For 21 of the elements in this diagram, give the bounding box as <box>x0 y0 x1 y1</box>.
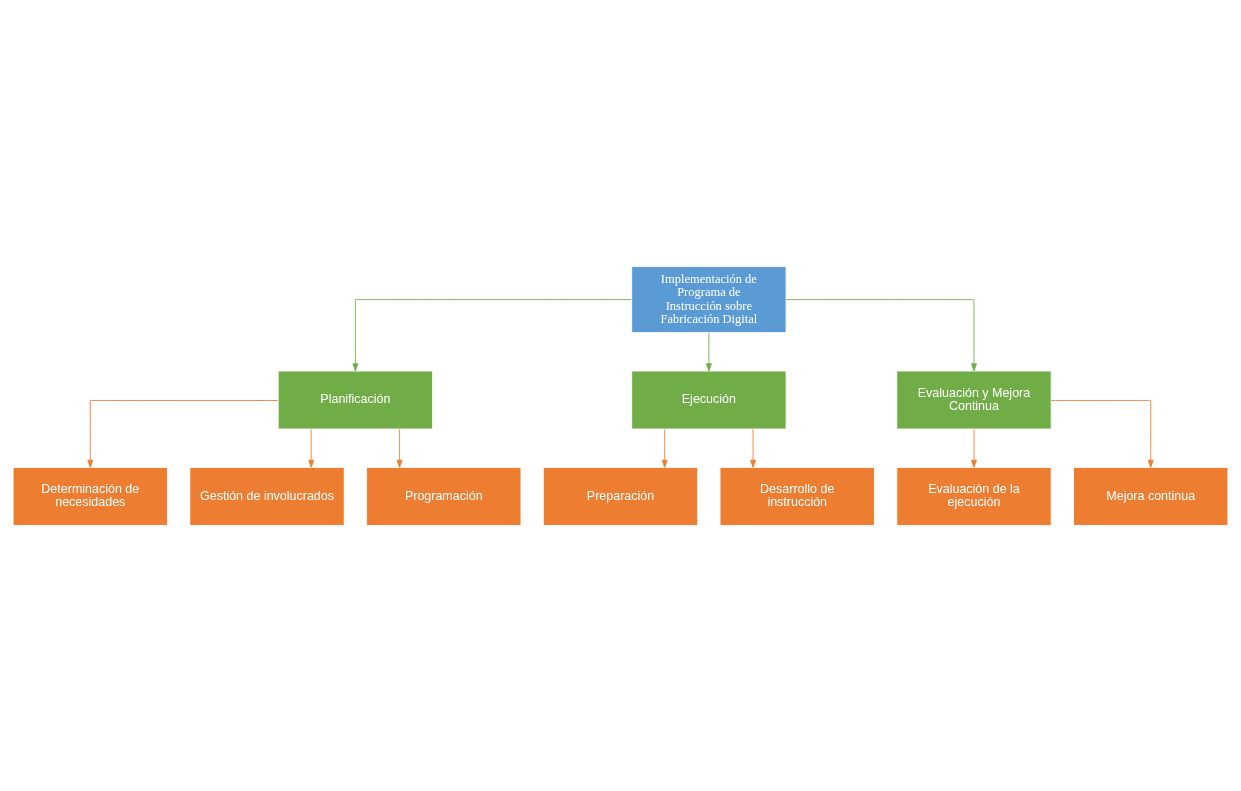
node-box: Planificación <box>277 370 434 429</box>
node-box: Mejora continua <box>1073 466 1229 526</box>
node-box: Evaluación de la ejecución <box>896 466 1052 526</box>
node-box: Implementación de Programa de Instrucción sobre Fabricación Digital <box>631 265 787 333</box>
arrow <box>971 428 977 468</box>
arrow <box>1050 399 1154 468</box>
node-box: Determinación de necesidades <box>12 466 168 526</box>
arrow <box>352 298 632 371</box>
arrow <box>661 428 668 468</box>
node-box: Programación <box>366 466 522 526</box>
node-box: Evaluación y Mejora Continua <box>896 370 1052 429</box>
node-box: Desarrollo de instrucción <box>719 466 875 526</box>
node-box: Ejecución <box>631 370 787 429</box>
arrow <box>396 428 403 468</box>
arrow <box>705 331 712 371</box>
node-box: Preparación <box>542 466 699 526</box>
node-box: Gestión de involucrados <box>189 466 345 526</box>
arrow <box>308 428 315 468</box>
arrow <box>750 428 756 468</box>
arrow <box>785 298 977 371</box>
arrow <box>87 399 279 468</box>
